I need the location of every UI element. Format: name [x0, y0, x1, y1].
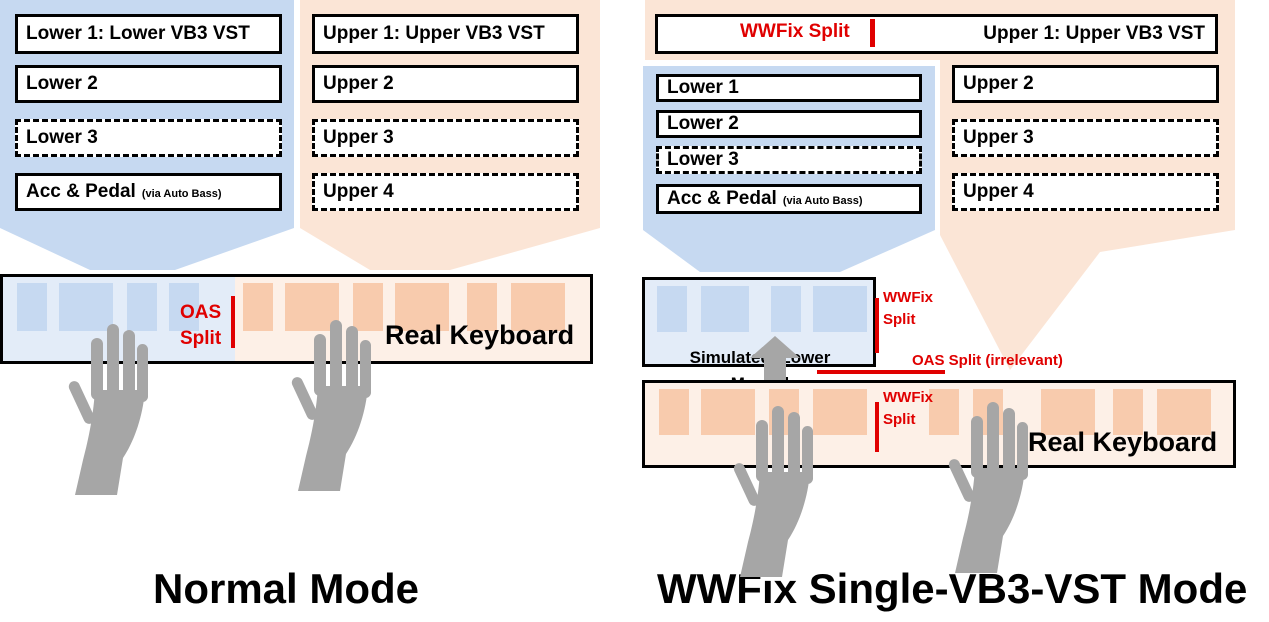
upper-2-box: Upper 2	[312, 65, 579, 103]
white-key-block	[127, 283, 157, 331]
oas-split-marker	[231, 296, 235, 348]
white-key-block	[813, 286, 867, 332]
white-key-block	[467, 283, 497, 331]
up-arrow-icon	[750, 336, 800, 388]
white-key-block	[701, 286, 749, 332]
white-key-block	[973, 389, 1003, 435]
white-key-block	[659, 389, 689, 435]
upper-1-box: Upper 1: Upper VB3 VST	[655, 14, 1218, 54]
lower-2-box: Lower 2	[15, 65, 282, 103]
white-key-block	[511, 283, 565, 331]
white-key-block	[395, 283, 449, 331]
wwfix-acc-pedal-box: Acc & Pedal(via Auto Bass)	[656, 184, 922, 214]
lower-3-box: Lower 3	[15, 119, 282, 157]
wwfix-lower-2-box: Lower 2	[656, 110, 922, 138]
real-keyboard-label: Real Keyboard	[385, 320, 575, 350]
white-key-block	[769, 389, 799, 435]
wwfix-split-top-marker	[870, 19, 875, 47]
white-key-block	[59, 283, 113, 331]
upper-3-box: Upper 3	[312, 119, 579, 157]
white-key-block	[657, 286, 687, 332]
white-key-block	[1157, 389, 1211, 435]
white-key-block	[169, 283, 199, 331]
wwfix-upper-2-box: Upper 2	[952, 65, 1219, 103]
normal-mode-title: Normal Mode	[153, 565, 420, 612]
oas-split-irrelevant-label: OAS Split (irrelevant)	[912, 352, 1063, 369]
wwfix-mode-title: WWFix Single-VB3-VST Mode	[657, 565, 1248, 612]
white-key-block	[17, 283, 47, 331]
white-key-block	[701, 389, 755, 435]
lower-1-box: Lower 1: Lower VB3 VST	[15, 14, 282, 54]
white-key-block	[929, 389, 959, 435]
wwfix-upper-3-box: Upper 3	[952, 119, 1219, 157]
wwfix-real-keyboard-label: Real Keyboard	[1028, 427, 1218, 457]
white-key-block	[243, 283, 273, 331]
wwfix-real-keyboard	[642, 380, 1236, 468]
wwfix-split-lower-marker	[875, 402, 879, 452]
wwfix-lower-3-box: Lower 3	[656, 146, 922, 174]
wwfix-upper-4-box: Upper 4	[952, 173, 1219, 211]
upper-1-box: Upper 1: Upper VB3 VST	[312, 14, 579, 54]
wwfix-lower-1-box: Lower 1	[656, 74, 922, 102]
white-key-block	[771, 286, 801, 332]
oas-split-irrelevant-marker	[817, 370, 945, 374]
acc-pedal-box: Acc & Pedal(via Auto Bass)	[15, 173, 282, 211]
upper-4-box: Upper 4	[312, 173, 579, 211]
wwfix-split-top-label: WWFix Split	[740, 21, 850, 42]
white-key-block	[1113, 389, 1143, 435]
wwfix-split-upper-marker	[875, 298, 879, 353]
white-key-block	[813, 389, 867, 435]
white-key-block	[1041, 389, 1095, 435]
